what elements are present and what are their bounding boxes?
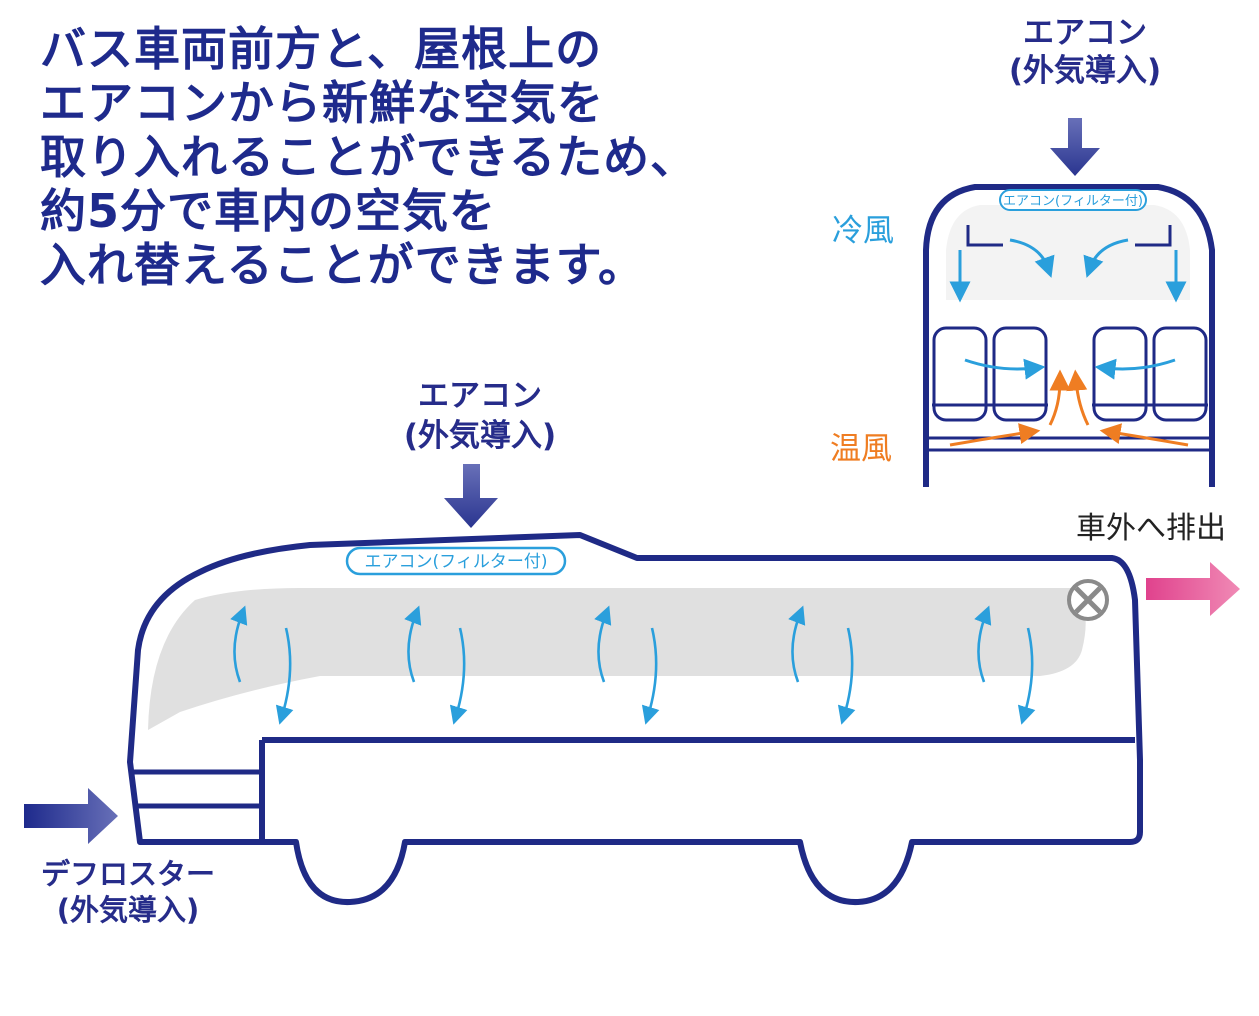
cold-air-label: 冷風 [832,213,894,249]
headline-line-3: 取り入れることができるため、 [40,130,698,184]
headline-line-5: 入れ替えることができます。 [40,238,646,292]
aircon-front-label: エアコン (外気導入) [990,14,1180,90]
headline-line-2: エアコンから新鮮な空気を [40,76,604,130]
bus-side-view: エアコン(フィルター付) [127,464,1143,906]
filter-unit-front-label: エアコン(フィルター付) [1003,194,1143,209]
defroster-arrow [24,788,118,844]
headline-line-4: 約5分で車内の空気を [40,184,497,238]
intake-arrow-side [444,464,498,528]
aircon-side-label-line2: (外気導入) [403,418,557,454]
aircon-front-label-line2: (外気導入) [1008,53,1162,89]
aircon-front-label-line1: エアコン [1023,15,1147,51]
airflow-arrows [230,605,1036,725]
aircon-side-label-line1: エアコン [418,378,542,414]
defroster-label-line2: (外気導入) [56,893,200,927]
filter-unit-side [345,546,567,576]
aircon-side-label: エアコン (外気導入) [385,376,575,456]
exhaust-arrow [1146,562,1240,616]
filter-unit-side-label: エアコン(フィルター付) [365,552,548,572]
filter-unit-front [999,189,1147,211]
bus-front-view: エアコン(フィルター付) [923,118,1215,487]
warm-air-label: 温風 [830,431,892,467]
headline: バス車両前方と、屋根上の エアコンから新鮮な空気を 取り入れることができるため、… [40,22,697,292]
intake-arrow-front [1050,118,1100,176]
defroster-label: デフロスター (外気導入) [18,856,238,928]
exhaust-label: 車外へ排出 [1076,511,1226,546]
fan-icon [1067,579,1109,621]
headline-line-1: バス車両前方と、屋根上の [40,22,603,76]
defroster-label-line1: デフロスター [40,857,215,891]
